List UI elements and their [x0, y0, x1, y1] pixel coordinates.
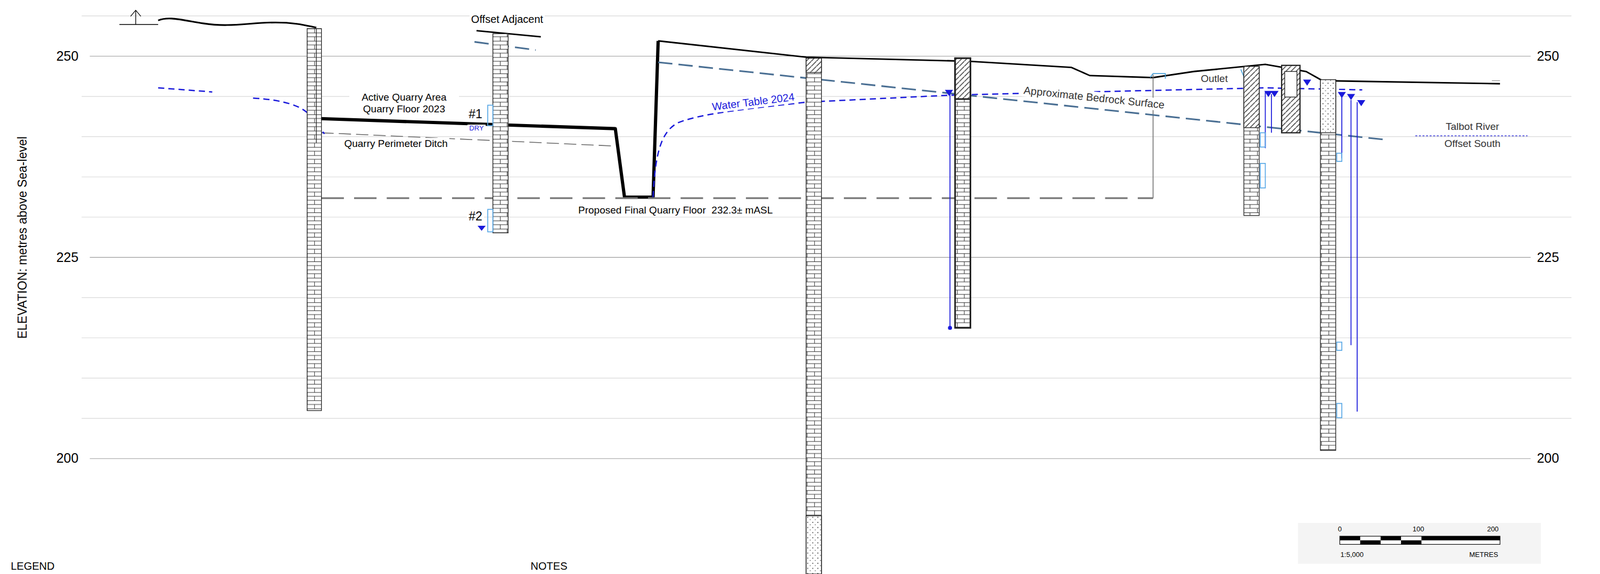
borehole-fill	[1284, 71, 1298, 97]
river-level	[1415, 135, 1528, 137]
scale-segment	[1339, 536, 1500, 545]
floor-label: Proposed Final Quarry Floor 232.3± mASL	[576, 204, 775, 217]
well-screens	[487, 105, 1342, 418]
borehole-column	[1243, 66, 1260, 216]
scale-number: 200	[1485, 525, 1501, 534]
well-screen	[487, 105, 494, 126]
minor-grid	[81, 15, 1572, 419]
ground-surface-line	[658, 40, 1500, 85]
borehole-column	[1320, 79, 1336, 451]
water-level-marks	[477, 79, 1366, 232]
borehole-fill	[1320, 79, 1336, 134]
scale-bar	[1298, 522, 1541, 564]
borehole-column	[1281, 65, 1300, 134]
borehole-fill	[955, 58, 971, 100]
elevation-tick: 225	[54, 249, 81, 266]
well-screen	[1336, 403, 1343, 418]
well-instruments	[477, 79, 1366, 418]
ditch-label: Quarry Perimeter Ditch	[342, 137, 449, 150]
elevation-tick: 200	[54, 450, 81, 466]
well-screen	[1336, 342, 1343, 351]
status-label: DRY	[467, 124, 486, 133]
scale-segment	[1339, 536, 1500, 545]
notes-heading: NOTES	[529, 560, 570, 573]
scale-panel	[1298, 522, 1541, 564]
elevation-tick: 225	[1535, 249, 1561, 266]
river-label: Talbot River	[1443, 120, 1501, 133]
well-screen	[1260, 163, 1266, 188]
well-screen	[1260, 132, 1266, 147]
legend-heading: LEGEND	[9, 560, 56, 573]
outlet-symbol	[1150, 69, 1247, 84]
elevation-tick: 200	[1535, 450, 1561, 466]
borehole-fill	[806, 58, 822, 73]
reference-line	[1491, 80, 1500, 81]
well-screen	[1336, 153, 1343, 162]
final-floor-limit	[1152, 74, 1154, 199]
ground-line	[158, 18, 317, 28]
well-screen	[487, 209, 494, 232]
callout-number: #2	[466, 209, 484, 224]
water-table-label: Water Table 2024	[709, 90, 797, 114]
well-line	[949, 92, 1358, 412]
borehole-column	[806, 58, 822, 574]
scale-units: METRES	[1467, 551, 1500, 560]
offset-ground	[476, 30, 541, 38]
scale-number: 100	[1410, 525, 1426, 534]
elevation-tick: 250	[1535, 48, 1561, 64]
outlet-label: Outlet	[1199, 72, 1230, 85]
water-table-line	[158, 87, 213, 93]
boreholes	[307, 28, 1336, 574]
tree-symbol	[119, 10, 159, 25]
borehole-column	[493, 33, 509, 233]
quarry-floor-2023	[316, 40, 659, 198]
bedrock-surface	[658, 62, 1388, 141]
grid-lines	[81, 15, 1572, 459]
scale-ratio: 1:5,000	[1339, 551, 1366, 560]
borehole-fill	[1243, 66, 1260, 128]
area-label: Active Quarry Area Quarry Floor 2023	[349, 91, 459, 116]
borehole-fill	[806, 515, 822, 574]
section-label: Offset Adjacent	[469, 13, 545, 26]
elevation-tick: 250	[54, 48, 81, 64]
well-pipe	[315, 28, 317, 144]
bedrock-label: Approximate Bedrock Surface	[1021, 84, 1167, 112]
axis-title: ELEVATION: metres above Sea-level	[15, 134, 30, 341]
final-quarry-floor	[321, 197, 1154, 200]
section-label: Offset South	[1442, 137, 1503, 150]
borehole-column	[955, 58, 971, 328]
borehole-column	[307, 28, 322, 411]
well-bottom	[947, 325, 953, 331]
scale-number: 0	[1336, 525, 1344, 534]
water-table	[158, 87, 1362, 198]
callout-number: #1	[466, 107, 484, 121]
